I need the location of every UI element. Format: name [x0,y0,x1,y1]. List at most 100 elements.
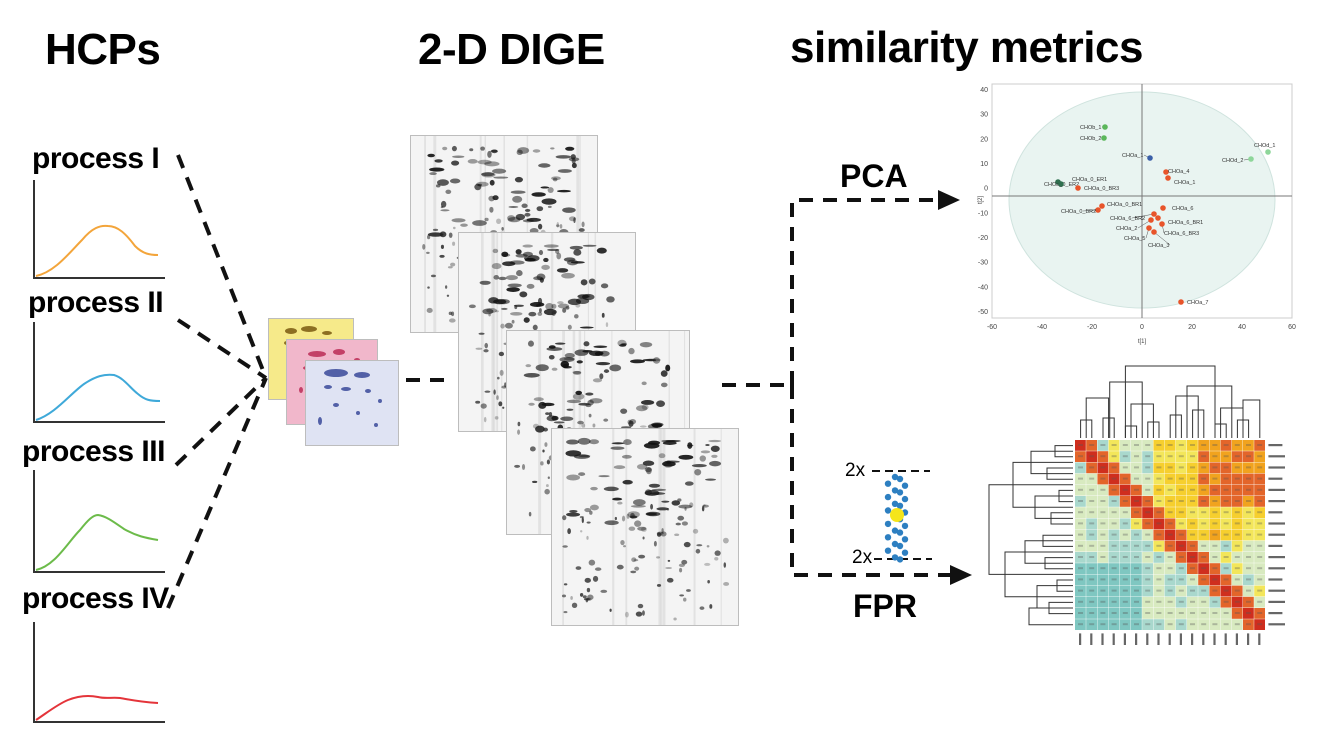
gel-spot [708,439,722,443]
heatmap-cell-value-mark [1257,567,1263,570]
heatmap-cell-value-mark [1156,623,1162,626]
fpr-dot [884,520,892,528]
gel-spot [453,226,456,230]
heatmap-cell [1243,585,1254,597]
connector-process-3 [174,376,268,467]
gel-spot [586,587,591,593]
heatmap-cell [1231,596,1243,608]
heatmap-cell [1231,529,1243,541]
process-4-curve [35,695,159,721]
heatmap-cell-value-mark [1134,522,1139,525]
heatmap-cell-value-mark [1223,477,1229,480]
gel-spot [588,350,604,357]
gel-spot [638,554,646,559]
gel-spot [639,342,653,348]
heatmap-cell [1108,552,1120,563]
heatmap-row-label-mark [1268,612,1283,615]
gel-spot [631,557,637,563]
gel-spot [475,400,481,404]
gel-streak [658,429,661,625]
gel-spot [722,537,729,544]
gel-spot [484,217,489,222]
heatmap-cell [1075,563,1086,574]
heatmap-cell [1209,440,1221,451]
heatmap-cell-value-mark [1223,600,1229,603]
heatmap-cell-value-mark [1257,455,1263,458]
heatmap-cell [1131,540,1142,552]
dendrogram-branch [1242,399,1261,438]
gel-spot [494,416,499,420]
gel-spot [580,279,588,286]
dendrogram-branch [1085,397,1110,438]
heatmap-cell [1153,574,1165,586]
gel-spot [660,382,668,388]
gel-spot [488,313,491,317]
gel-spot [474,183,482,191]
heatmap-cell [1153,496,1165,507]
gel-spot [575,390,583,395]
heatmap-cell-value-mark [1078,612,1083,614]
heatmap-cell-value-mark [1167,444,1173,446]
gel-spot [430,274,436,278]
heatmap-cell [1097,563,1109,574]
heatmap-cell-value-mark [1201,567,1207,570]
gel-spot [524,208,531,212]
gel-spot [448,318,456,323]
gel-spot [711,454,718,458]
heatmap-row-label-mark [1268,567,1289,570]
heatmap-cell [1142,563,1153,574]
heatmap-cell-value-mark [1246,466,1251,469]
heatmap-cell [1209,496,1221,507]
heatmap-cell [1175,529,1187,541]
gel-spot [535,425,545,433]
gel-spot [545,412,550,415]
heatmap-cell [1142,507,1153,518]
gel-spot [704,562,711,566]
heatmap-cell [1209,574,1221,586]
heatmap-cell [1243,484,1254,496]
heatmap-cell [1164,518,1176,530]
heatmap-cell-value-mark [1100,455,1106,458]
gel-spot [589,504,599,511]
heatmap-cell-value-mark [1156,556,1162,558]
heatmap-cell [1243,619,1254,630]
gel-spot [663,462,673,468]
heatmap-cell-value-mark [1156,444,1162,446]
heatmap-cell [1220,540,1232,552]
heatmap-cell [1198,608,1209,619]
gel-spot [498,401,503,407]
gel-spot [566,474,581,481]
gel-spot [681,521,688,526]
gel-spot [528,511,532,517]
gel-spot [537,311,543,316]
heatmap-cell [1108,619,1120,630]
gel-spot [707,580,710,584]
heatmap-cell-value-mark [1190,544,1195,547]
heatmap-cell-value-mark [1190,488,1195,491]
heatmap-cell [1119,585,1131,597]
heatmap-cell [1131,608,1142,619]
heatmap-cell-value-mark [1201,522,1207,525]
gel-spot [507,283,522,288]
heatmap-cell [1086,518,1097,530]
gel-spot [621,454,632,459]
gel-spot [533,397,544,402]
heatmap-cell [1198,484,1209,496]
pca-x-tick-label: -40 [1037,324,1047,331]
heatmap-cell [1119,608,1131,619]
gel-spot [677,515,685,521]
pca-point-label: CHOa_3 [1148,243,1169,249]
heatmap-cell-value-mark [1089,444,1095,446]
gel-spot [499,369,504,376]
gel-spot [588,278,596,285]
gel-spot [491,263,502,270]
pca-xlabel: t[1] [1138,339,1147,345]
heatmap-cell-value-mark [1257,556,1263,558]
heatmap-cell [1097,518,1109,530]
gel-spot [561,272,575,279]
gel-spot [589,510,593,515]
heatmap-cell-value-mark [1111,477,1117,480]
heatmap-cell-value-mark [1178,556,1184,558]
dendrogram-branch [1028,607,1073,626]
heatmap-cell-value-mark [1145,612,1151,614]
